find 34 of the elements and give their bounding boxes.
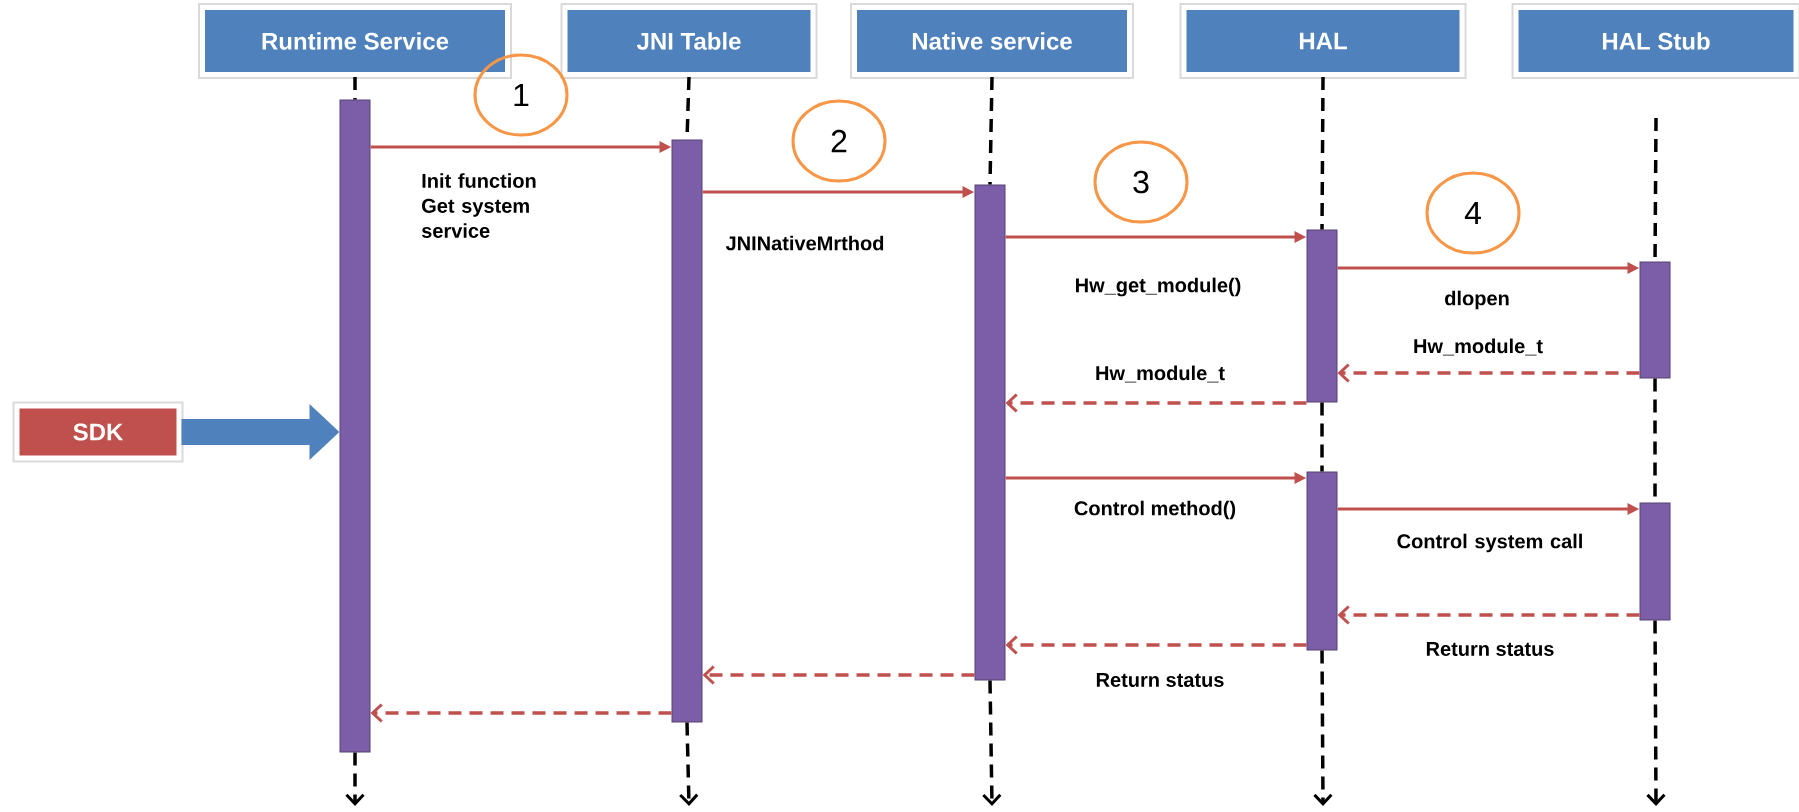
- edge-label: Control method(): [1074, 500, 1236, 520]
- lifeline-header: Runtime Service: [198, 3, 512, 79]
- edge-label: Return status: [1426, 642, 1554, 656]
- return-arrow: [1005, 393, 1307, 413]
- return-arrow: [1337, 605, 1640, 625]
- edge-label: Hw_get_module(): [1076, 277, 1241, 297]
- edge-label: Control system call: [1397, 533, 1582, 553]
- lifeline-header: HAL Stub: [1511, 3, 1799, 79]
- activation-bar: [1639, 502, 1671, 621]
- activation-bar: [974, 184, 1006, 681]
- return-arrow: [1005, 635, 1307, 655]
- edge-label: JNINativeMrthod: [725, 235, 884, 251]
- edge-label: Return status: [1096, 673, 1224, 687]
- lifeline: [679, 75, 699, 806]
- lifeline: [345, 75, 365, 806]
- lifeline: [982, 75, 1002, 806]
- component-box: SDK: [12, 401, 184, 463]
- edge-label: dlopen: [1445, 290, 1509, 310]
- return-arrow: [702, 665, 975, 685]
- activation-bar: [671, 139, 703, 723]
- lifeline-header: JNI Table: [560, 3, 818, 79]
- activation-bar: [1306, 229, 1338, 403]
- lifeline: [1646, 116, 1666, 806]
- activation-bar: [1306, 471, 1338, 651]
- lifeline-header: HAL: [1179, 3, 1467, 79]
- edge-label: Hw_module_t: [1096, 365, 1225, 383]
- edge-label: Hw_module_t: [1414, 338, 1543, 356]
- lifeline-header: Native service: [850, 3, 1134, 79]
- return-arrow: [1337, 363, 1640, 383]
- activation-bar: [339, 99, 371, 753]
- activation-bar: [1639, 261, 1671, 379]
- return-arrow: [370, 703, 672, 723]
- edge-label: Init function Get system service: [421, 173, 536, 238]
- lifeline: [1313, 75, 1333, 806]
